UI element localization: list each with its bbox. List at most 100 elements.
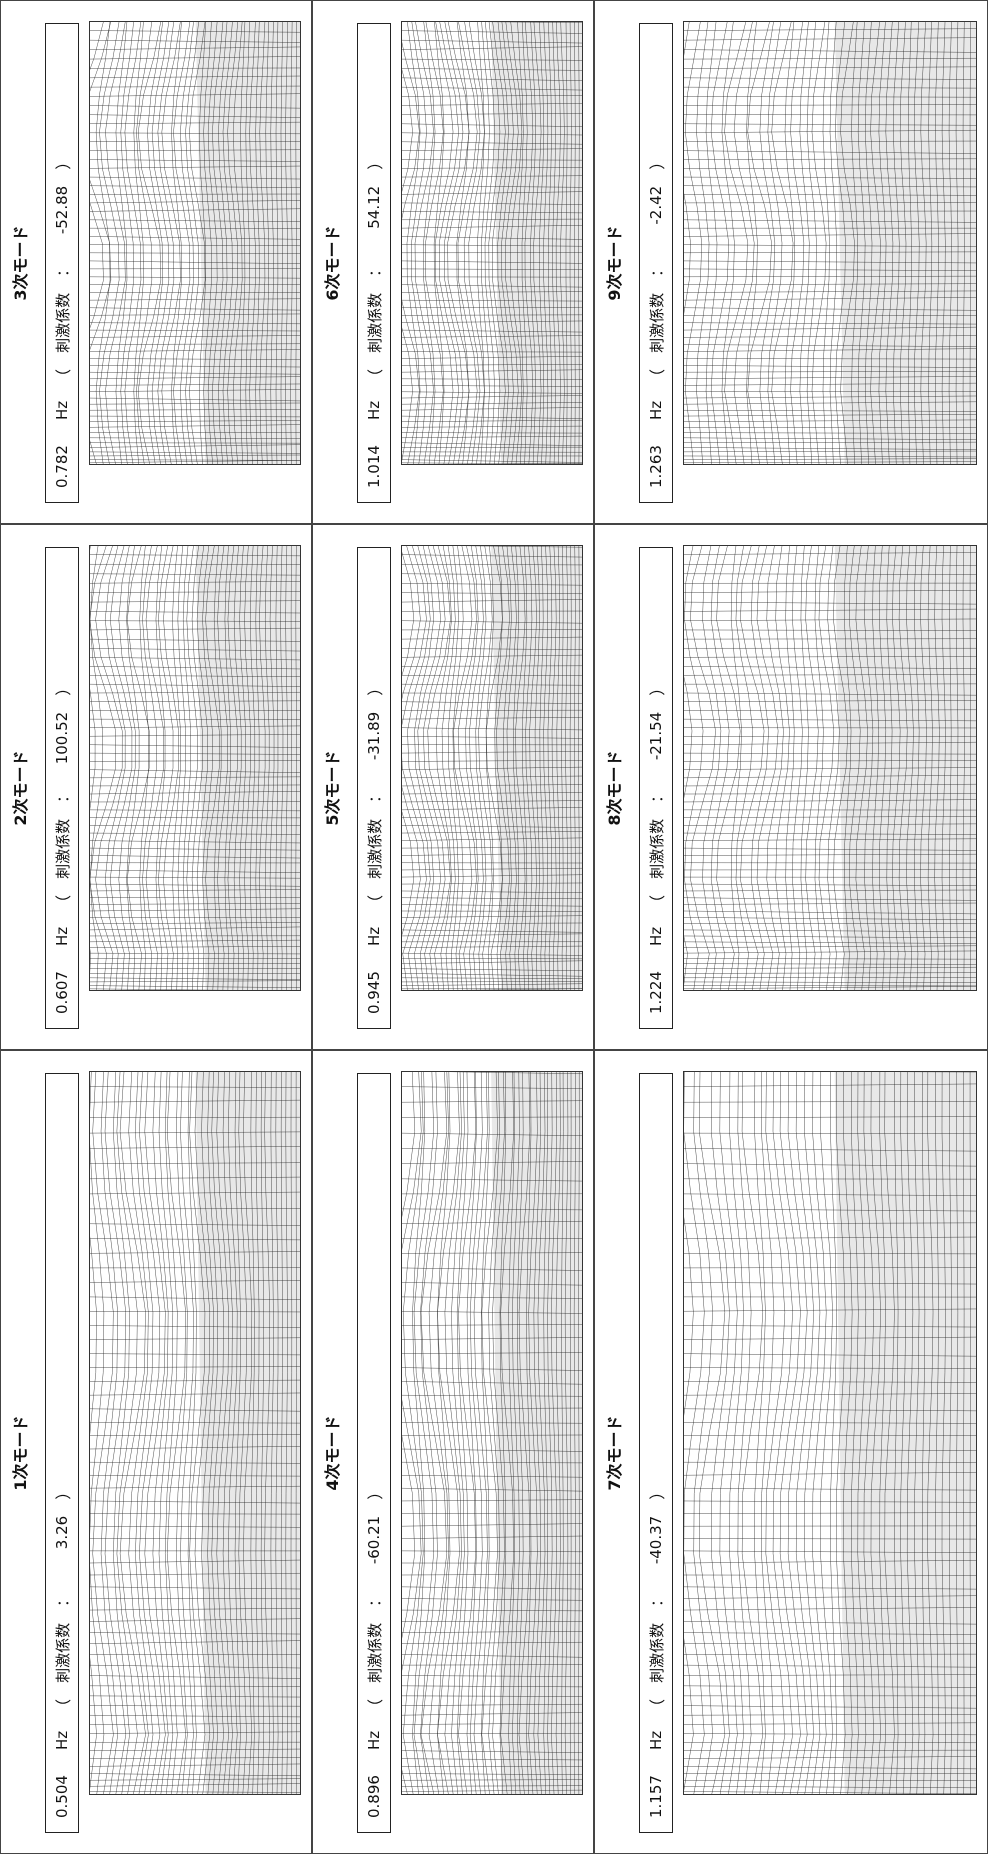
mode-info-box: 0.782 Hz （ 刺激係数 ： -52.88 ） xyxy=(45,23,79,503)
coefficient-label: 刺激係数 xyxy=(52,819,73,879)
coefficient-label: 刺激係数 xyxy=(364,819,385,879)
coefficient-value: 3.26 xyxy=(53,1516,71,1576)
coefficient-value: -40.37 xyxy=(647,1516,665,1576)
open-paren: （ xyxy=(50,895,74,911)
mesh-container xyxy=(683,21,977,465)
mesh-container xyxy=(683,545,977,991)
fe-mesh-diagram xyxy=(89,21,301,465)
mode-title: 3次モード xyxy=(1,1,37,525)
close-paren: ） xyxy=(50,154,74,170)
mode-panel: 6次モード 1.014 Hz （ 刺激係数 ： 54.12 ） xyxy=(312,0,594,524)
frequency-value: 1.157 xyxy=(647,1766,665,1818)
mesh-container xyxy=(89,1071,301,1795)
mode-info-box: 1.263 Hz （ 刺激係数 ： -2.42 ） xyxy=(639,23,673,503)
coefficient-value: -21.54 xyxy=(647,712,665,772)
close-paren: ） xyxy=(644,154,668,170)
frequency-unit: Hz xyxy=(53,927,71,946)
frequency-unit: Hz xyxy=(53,401,71,420)
frequency-unit: Hz xyxy=(647,401,665,420)
frequency-value: 0.782 xyxy=(53,436,71,488)
mode-panel: 4次モード 0.896 Hz （ 刺激係数 ： -60.21 ） xyxy=(312,1050,594,1854)
coefficient-label: 刺激係数 xyxy=(52,293,73,353)
coefficient-value: -2.42 xyxy=(647,186,665,246)
mesh-container xyxy=(401,21,583,465)
frequency-value: 1.263 xyxy=(647,436,665,488)
colon: ： xyxy=(52,788,73,803)
coefficient-label: 刺激係数 xyxy=(52,1623,73,1683)
mode-title: 4次モード xyxy=(313,1051,349,1855)
mode-title: 6次モード xyxy=(313,1,349,525)
frequency-unit: Hz xyxy=(647,1731,665,1750)
fe-mesh-diagram xyxy=(683,21,977,465)
colon: ： xyxy=(364,1592,385,1607)
coefficient-value: -31.89 xyxy=(365,712,383,772)
frequency-value: 1.014 xyxy=(365,436,383,488)
mode-title: 7次モード xyxy=(595,1051,631,1855)
colon: ： xyxy=(646,262,667,277)
colon: ： xyxy=(646,788,667,803)
mesh-container xyxy=(401,545,583,991)
mode-info-box: 1.224 Hz （ 刺激係数 ： -21.54 ） xyxy=(639,547,673,1029)
frequency-unit: Hz xyxy=(647,927,665,946)
mode-title: 1次モード xyxy=(1,1051,37,1855)
mesh-container xyxy=(683,1071,977,1795)
close-paren: ） xyxy=(362,154,386,170)
mode-panel: 3次モード 0.782 Hz （ 刺激係数 ： -52.88 ） xyxy=(0,0,312,524)
open-paren: （ xyxy=(362,369,386,385)
frequency-value: 0.607 xyxy=(53,962,71,1014)
open-paren: （ xyxy=(644,369,668,385)
frequency-unit: Hz xyxy=(365,927,383,946)
fe-mesh-diagram xyxy=(401,1071,583,1795)
open-paren: （ xyxy=(50,369,74,385)
fe-mesh-diagram xyxy=(401,545,583,991)
mesh-container xyxy=(89,545,301,991)
coefficient-label: 刺激係数 xyxy=(364,293,385,353)
frequency-value: 0.945 xyxy=(365,962,383,1014)
mode-title: 5次モード xyxy=(313,525,349,1051)
coefficient-label: 刺激係数 xyxy=(646,1623,667,1683)
fe-mesh-diagram xyxy=(683,545,977,991)
colon: ： xyxy=(364,788,385,803)
coefficient-label: 刺激係数 xyxy=(646,819,667,879)
frequency-value: 0.896 xyxy=(365,1766,383,1818)
colon: ： xyxy=(364,262,385,277)
coefficient-value: -52.88 xyxy=(53,186,71,246)
coefficient-label: 刺激係数 xyxy=(364,1623,385,1683)
close-paren: ） xyxy=(362,1484,386,1500)
close-paren: ） xyxy=(50,680,74,696)
frequency-unit: Hz xyxy=(365,1731,383,1750)
open-paren: （ xyxy=(362,1699,386,1715)
close-paren: ） xyxy=(644,680,668,696)
coefficient-label: 刺激係数 xyxy=(646,293,667,353)
mode-info-box: 0.896 Hz （ 刺激係数 ： -60.21 ） xyxy=(357,1073,391,1833)
colon: ： xyxy=(646,1592,667,1607)
fe-mesh-diagram xyxy=(401,21,583,465)
frequency-value: 0.504 xyxy=(53,1766,71,1818)
fe-mesh-diagram xyxy=(89,545,301,991)
fe-mesh-diagram xyxy=(683,1071,977,1795)
close-paren: ） xyxy=(362,680,386,696)
open-paren: （ xyxy=(50,1699,74,1715)
frequency-unit: Hz xyxy=(53,1731,71,1750)
mesh-container xyxy=(401,1071,583,1795)
colon: ： xyxy=(52,262,73,277)
colon: ： xyxy=(52,1592,73,1607)
coefficient-value: 54.12 xyxy=(365,186,383,246)
open-paren: （ xyxy=(644,895,668,911)
fe-mesh-diagram xyxy=(89,1071,301,1795)
frequency-value: 1.224 xyxy=(647,962,665,1014)
mode-info-box: 1.014 Hz （ 刺激係数 ： 54.12 ） xyxy=(357,23,391,503)
frequency-unit: Hz xyxy=(365,401,383,420)
coefficient-value: -60.21 xyxy=(365,1516,383,1576)
